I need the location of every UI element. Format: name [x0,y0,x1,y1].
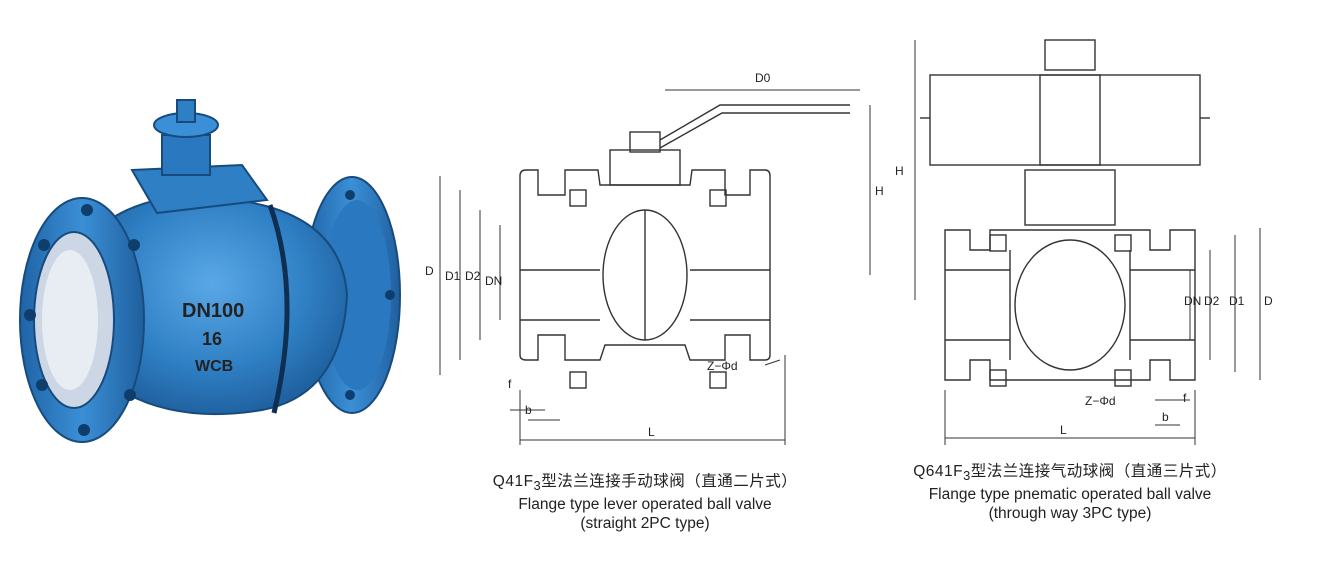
dim-d2: D2 [465,269,481,283]
dim-f: f [508,377,512,391]
caption-english: Flange type lever operated ball valve [518,496,772,514]
dim-d: D [1264,294,1273,308]
dim-l: L [648,425,655,439]
caption-type: (straight 2PC type) [580,515,710,533]
dim-d: D [425,264,434,278]
cast-mark-pressure: 16 [202,329,222,349]
dim-d0: D0 [755,71,771,85]
dim-b: b [1162,410,1169,424]
dim-b: b [525,403,532,417]
dim-d1: D1 [1229,294,1245,308]
dim-f: f [1183,391,1187,405]
caption-title: Q41F3型法兰连接手动球阀（直通二片式） [492,473,798,494]
dim-h: H [875,184,884,198]
pneumatic-valve-caption: Q641F3型法兰连接气动球阀（直通三片式） Flange type pnema… [870,462,1270,523]
caption-english: Flange type pnematic operated ball valve [928,486,1212,504]
cast-mark-material: WCB [195,358,233,375]
caption-type: (through way 3PC type) [988,505,1152,523]
dim-holes: Z−Φd [707,359,738,373]
caption-title: Q641F3型法兰连接气动球阀（直通三片式） [913,463,1227,484]
dim-l: L [1060,423,1067,437]
ball-valve-photo: DN100 16 WCB [12,95,407,450]
pneumatic-valve-drawing: H DN D2 D1 D f b L Z−Φd [890,0,1310,460]
dim-holes: Z−Φd [1085,394,1116,408]
cast-mark-dn: DN100 [182,300,244,322]
lever-valve-drawing: D0 H D D1 D2 DN f b L Z−Φd [420,0,890,460]
dim-dn: DN [485,274,502,288]
lever-valve-caption: Q41F3型法兰连接手动球阀（直通二片式） Flange type lever … [455,472,835,533]
dim-dn: DN [1184,294,1201,308]
dim-d1: D1 [445,269,461,283]
dim-d2: D2 [1204,294,1220,308]
dim-h: H [895,164,904,178]
